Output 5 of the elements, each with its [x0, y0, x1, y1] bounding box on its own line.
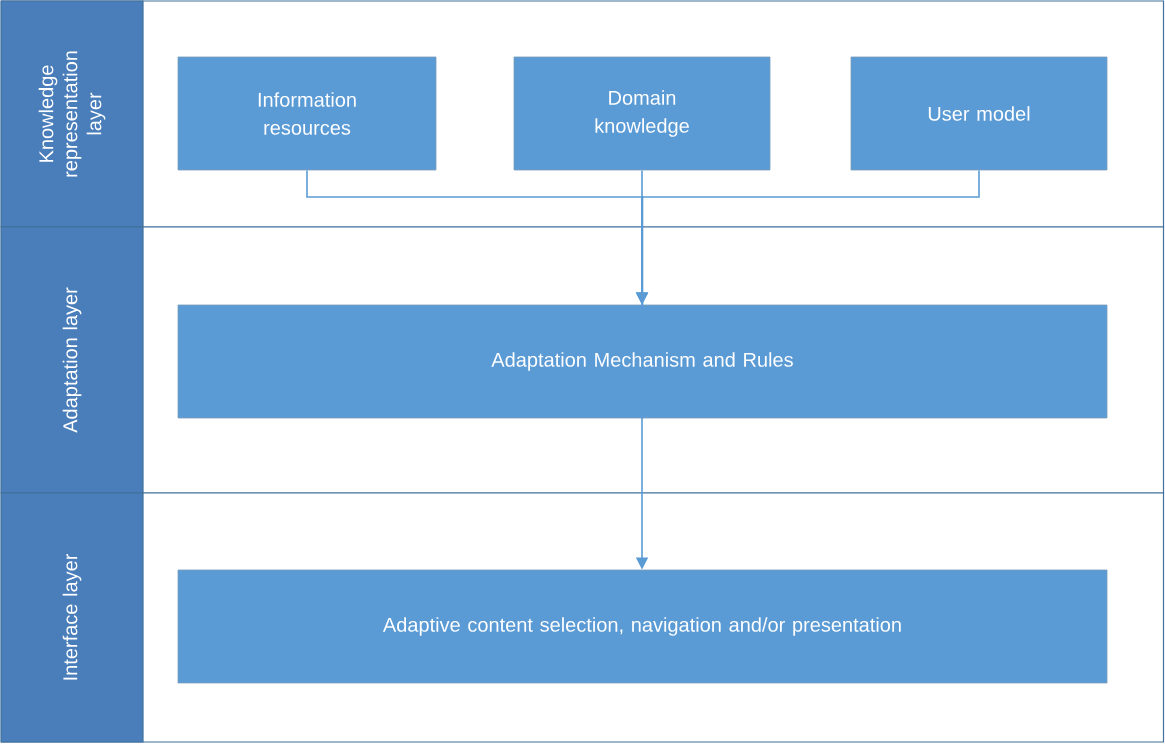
process-box: Information resources [177, 56, 437, 171]
process-box: Adaptation Mechanism and Rules [177, 304, 1108, 419]
process-box: Domain knowledge [513, 56, 771, 171]
process-box: Adaptive content selection, navigation and/or presentation [177, 569, 1108, 684]
process-box: User model [850, 56, 1108, 171]
